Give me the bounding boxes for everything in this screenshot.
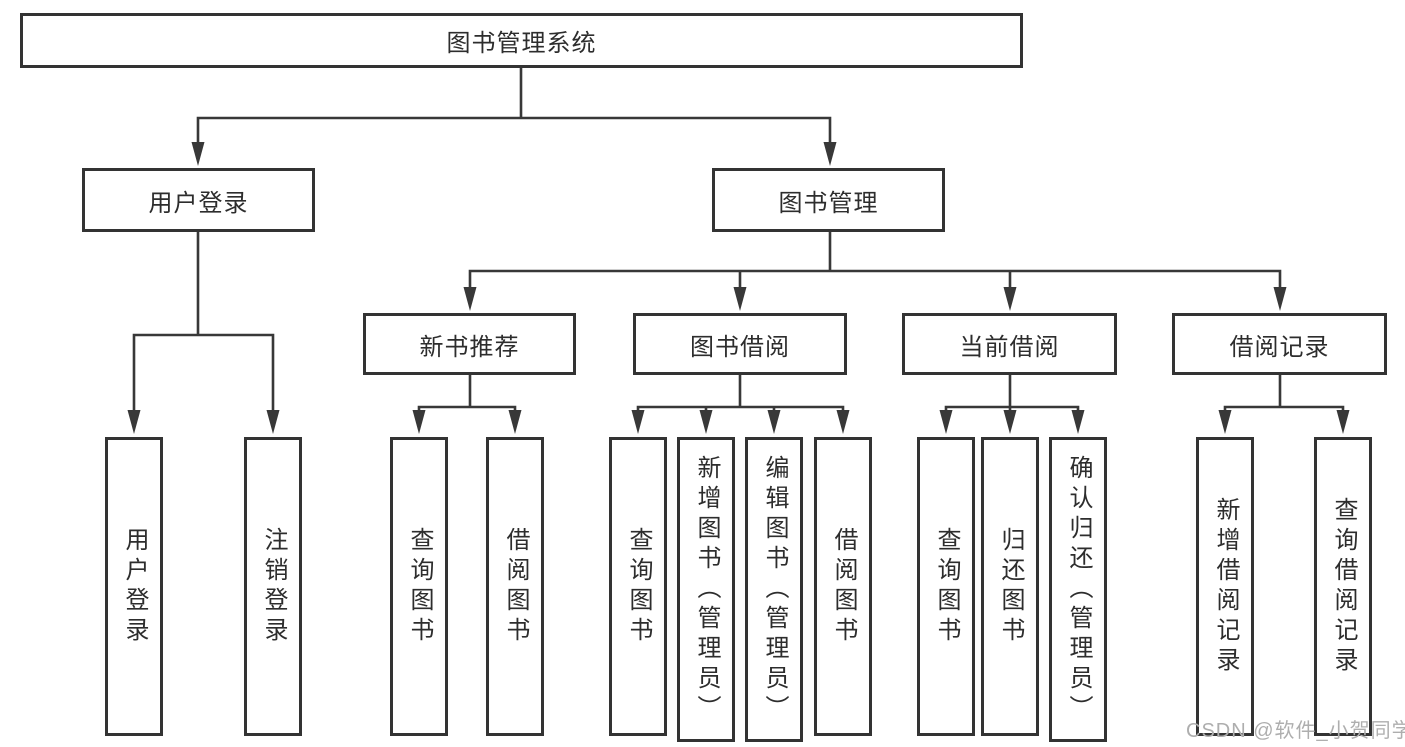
connector-root: [196, 68, 832, 146]
arrowhead: [1218, 410, 1232, 434]
node-label: 归还图书: [997, 526, 1024, 647]
node-label: 用户登录: [148, 189, 249, 217]
arrowhead: [631, 410, 645, 434]
arrowhead: [1336, 410, 1350, 434]
node-label: 图书管理系统: [446, 30, 597, 57]
node-book-borrow: 图书借阅: [633, 313, 847, 375]
arrowhead: [463, 287, 477, 311]
node-query-books-borrow: 查询图书: [609, 437, 667, 736]
arrowhead: [1273, 287, 1287, 311]
node-label: 用户登录: [121, 526, 148, 647]
node-add-book-admin: 新增图书（管理员）: [677, 437, 735, 742]
connector-user-login: [132, 232, 275, 414]
arrowhead: [127, 410, 141, 434]
node-label: 借阅图书: [502, 526, 529, 647]
arrowhead: [508, 410, 522, 434]
arrowhead: [1003, 410, 1017, 434]
node-label: 确认归还（管理员）: [1065, 454, 1092, 725]
node-return-book: 归还图书: [981, 437, 1039, 736]
node-confirm-return-admin: 确认归还（管理员）: [1049, 437, 1107, 742]
node-label: 注销登录: [260, 526, 287, 647]
node-label: 新书推荐: [419, 333, 520, 361]
arrowhead: [412, 410, 426, 434]
arrowhead: [191, 142, 205, 166]
connector-new-book: [417, 375, 517, 413]
node-new-book-recommend: 新书推荐: [363, 313, 576, 375]
connector-current-borrow: [944, 375, 1080, 413]
node-label: 编辑图书（管理员）: [761, 454, 788, 725]
node-query-books-recommend: 查询图书: [390, 437, 448, 736]
arrowhead: [266, 410, 280, 434]
node-label: 查询图书: [625, 526, 652, 647]
node-borrow-records: 借阅记录: [1172, 313, 1387, 375]
node-current-borrow: 当前借阅: [902, 313, 1117, 375]
node-label: 借阅记录: [1229, 333, 1330, 361]
arrowhead: [733, 287, 747, 311]
node-label: 图书借阅: [690, 333, 790, 361]
node-query-borrow-record: 查询借阅记录: [1314, 437, 1372, 736]
node-query-books-current: 查询图书: [917, 437, 975, 736]
node-user-login-branch: 用户登录: [82, 168, 315, 232]
node-label: 当前借阅: [959, 333, 1060, 361]
node-label: 新增借阅记录: [1212, 496, 1239, 677]
arrowhead: [939, 410, 953, 434]
node-label: 图书管理: [778, 189, 879, 217]
arrowhead: [823, 142, 837, 166]
arrowhead: [1003, 287, 1017, 311]
node-label: 查询图书: [933, 526, 960, 647]
arrowhead: [1071, 410, 1085, 434]
node-label: 查询借阅记录: [1330, 496, 1357, 677]
connector-book-borrow: [636, 375, 845, 413]
connector-book-management: [468, 232, 1282, 290]
node-label: 查询图书: [406, 526, 433, 647]
node-borrow-books-recommend: 借阅图书: [486, 437, 544, 736]
node-logout: 注销登录: [244, 437, 302, 736]
arrowhead: [699, 410, 713, 434]
node-add-borrow-record: 新增借阅记录: [1196, 437, 1254, 736]
node-edit-book-admin: 编辑图书（管理员）: [745, 437, 803, 742]
node-label: 借阅图书: [830, 526, 857, 647]
node-label: 新增图书（管理员）: [693, 454, 720, 725]
node-user-login: 用户登录: [105, 437, 163, 736]
arrowhead: [767, 410, 781, 434]
node-borrow-books-borrow: 借阅图书: [814, 437, 872, 736]
arrowhead: [836, 410, 850, 434]
node-library-system: 图书管理系统: [20, 13, 1023, 68]
watermark: CSDN @软件_小贺同学: [1186, 720, 1405, 742]
node-book-management: 图书管理: [712, 168, 945, 232]
connector-borrow-records: [1223, 375, 1345, 413]
